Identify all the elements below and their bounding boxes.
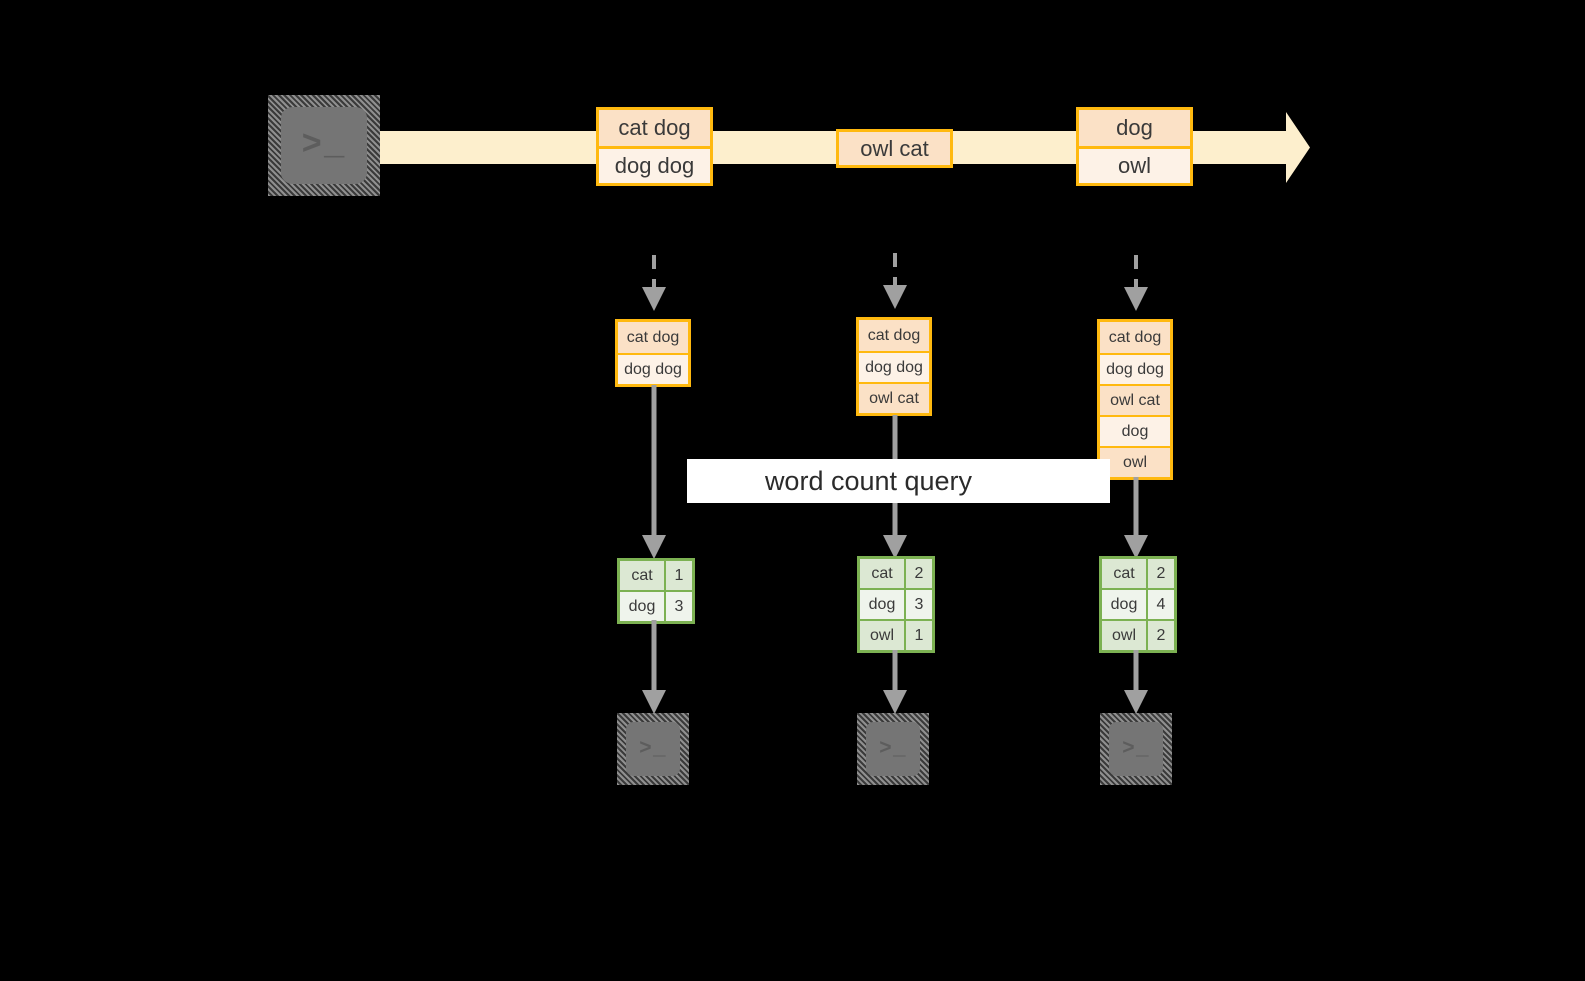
queue-row: cat dog bbox=[859, 320, 929, 351]
solid-down-arrow-icon-sink-1 bbox=[638, 620, 670, 716]
count-cell: 2 bbox=[1148, 559, 1174, 588]
stream-event-line: cat dog bbox=[599, 110, 710, 146]
query-label: word count query bbox=[764, 465, 973, 496]
snapshot-3-result-table: cat 2 dog 4 owl 2 bbox=[1099, 556, 1177, 653]
count-cell: 1 bbox=[666, 561, 692, 590]
stream-event-3: dog owl bbox=[1076, 107, 1193, 186]
table-row: cat 2 bbox=[860, 559, 932, 588]
snapshot-3-queue: cat dog dog dog owl cat dog owl bbox=[1097, 319, 1173, 480]
queue-row: owl cat bbox=[859, 382, 929, 413]
word-cell: dog bbox=[1102, 590, 1148, 619]
dashed-down-arrow-icon-2 bbox=[877, 253, 913, 315]
queue-row: dog dog bbox=[859, 351, 929, 382]
query-banner: word count query bbox=[687, 459, 1110, 503]
snapshot-1-queue: cat dog dog dog bbox=[615, 319, 691, 387]
table-row: owl 1 bbox=[860, 619, 932, 650]
stream-arrow-icon bbox=[1258, 112, 1310, 183]
count-cell: 2 bbox=[1148, 621, 1174, 650]
solid-down-arrow-icon-query-1 bbox=[638, 385, 670, 561]
table-row: cat 1 bbox=[620, 561, 692, 590]
snapshot-1-result-table: cat 1 dog 3 bbox=[617, 558, 695, 624]
terminal-prompt-glyph: >_ bbox=[1122, 737, 1150, 761]
queue-row: owl cat bbox=[1100, 384, 1170, 415]
word-cell: owl bbox=[860, 621, 906, 650]
queue-row: dog dog bbox=[1100, 353, 1170, 384]
terminal-prompt-glyph: >_ bbox=[301, 126, 347, 165]
source-terminal-icon: >_ bbox=[268, 95, 380, 196]
stream-event-1: cat dog dog dog bbox=[596, 107, 713, 186]
word-cell: dog bbox=[860, 590, 906, 619]
word-cell: cat bbox=[860, 559, 906, 588]
table-row: dog 4 bbox=[1102, 588, 1174, 619]
queue-row: dog dog bbox=[618, 353, 688, 384]
solid-down-arrow-icon-sink-3 bbox=[1120, 650, 1152, 716]
count-cell: 3 bbox=[906, 590, 932, 619]
count-cell: 2 bbox=[906, 559, 932, 588]
word-cell: dog bbox=[620, 592, 666, 621]
table-row: dog 3 bbox=[620, 590, 692, 621]
queue-row: cat dog bbox=[618, 322, 688, 353]
count-cell: 1 bbox=[906, 621, 932, 650]
count-cell: 3 bbox=[666, 592, 692, 621]
dashed-down-arrow-icon-3 bbox=[1118, 255, 1154, 317]
sink-terminal-icon-1: >_ bbox=[617, 713, 689, 785]
word-cell: cat bbox=[620, 561, 666, 590]
stream-event-2: owl cat bbox=[836, 129, 953, 168]
snapshot-2-queue: cat dog dog dog owl cat bbox=[856, 317, 932, 416]
solid-down-arrow-icon-sink-2 bbox=[879, 650, 911, 716]
table-row: cat 2 bbox=[1102, 559, 1174, 588]
sink-terminal-icon-3: >_ bbox=[1100, 713, 1172, 785]
stream-event-line: owl cat bbox=[839, 132, 950, 165]
sink-terminal-icon-2: >_ bbox=[857, 713, 929, 785]
table-row: dog 3 bbox=[860, 588, 932, 619]
terminal-prompt-glyph: >_ bbox=[639, 737, 667, 761]
stream-event-line: owl bbox=[1079, 146, 1190, 182]
queue-row: cat dog bbox=[1100, 322, 1170, 353]
terminal-prompt-glyph: >_ bbox=[879, 737, 907, 761]
solid-down-arrow-icon-query-3 bbox=[1120, 477, 1152, 561]
word-cell: cat bbox=[1102, 559, 1148, 588]
snapshot-2-result-table: cat 2 dog 3 owl 1 bbox=[857, 556, 935, 653]
table-row: owl 2 bbox=[1102, 619, 1174, 650]
stream-event-line: dog dog bbox=[599, 146, 710, 182]
count-cell: 4 bbox=[1148, 590, 1174, 619]
word-cell: owl bbox=[1102, 621, 1148, 650]
queue-row: owl bbox=[1100, 446, 1170, 477]
dashed-down-arrow-icon-1 bbox=[636, 255, 672, 317]
stream-event-line: dog bbox=[1079, 110, 1190, 146]
queue-row: dog bbox=[1100, 415, 1170, 446]
